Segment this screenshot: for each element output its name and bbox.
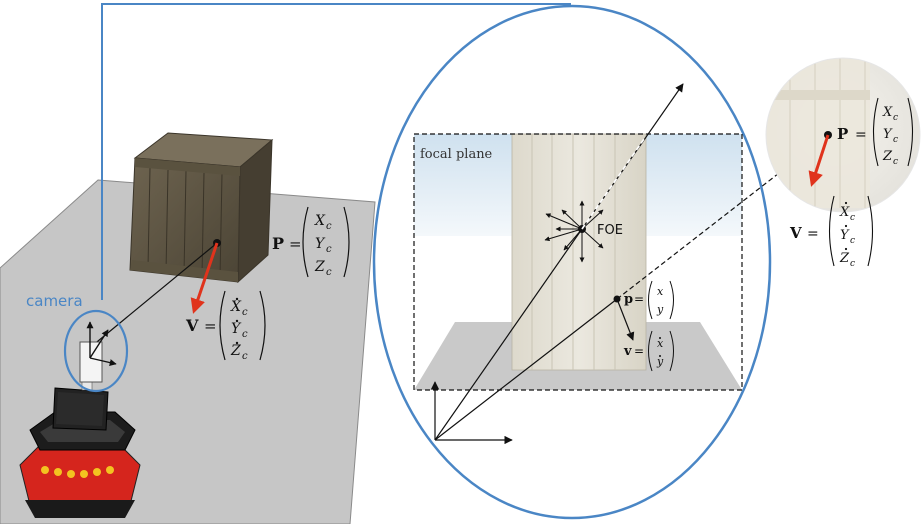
svg-text:X: X	[314, 213, 326, 229]
svg-text:p: p	[624, 292, 633, 307]
svg-text:Z: Z	[230, 343, 241, 359]
equation-p-image: p = x y	[624, 280, 674, 320]
svg-text:=: =	[204, 317, 217, 335]
svg-text:c: c	[850, 259, 855, 269]
crate	[129, 132, 274, 284]
projection-rays	[434, 83, 829, 441]
svg-text:c: c	[893, 113, 898, 123]
camera-frame-axes	[430, 381, 513, 445]
svg-text:c: c	[850, 236, 855, 246]
svg-text:v: v	[623, 344, 632, 359]
velocity-arrow-V-inset	[808, 134, 830, 187]
svg-text:c: c	[326, 221, 332, 232]
equation-V-right: V = X c Y c Z c	[789, 195, 873, 269]
svg-text:c: c	[326, 244, 332, 255]
svg-text:Y: Y	[883, 127, 893, 142]
svg-text:y: y	[656, 355, 664, 368]
svg-text:P: P	[837, 125, 848, 143]
camera-highlight-ellipse	[63, 309, 129, 393]
svg-text:c: c	[326, 267, 332, 278]
wall-plank-stack	[511, 133, 647, 371]
focal-plane-label: focal plane	[420, 147, 493, 162]
svg-text:P: P	[272, 234, 284, 253]
svg-text:c: c	[242, 351, 248, 362]
svg-text:x: x	[657, 285, 664, 298]
inset-zoom	[765, 57, 921, 213]
camera-device	[79, 321, 117, 383]
image-velocity-arrow	[616, 298, 635, 341]
equation-v-image: v = x y	[623, 330, 674, 372]
foe-label: FOE	[597, 223, 623, 238]
svg-text:X: X	[230, 299, 242, 315]
robot	[19, 369, 141, 518]
svg-text:y: y	[656, 303, 664, 316]
svg-text:Y: Y	[231, 321, 242, 337]
ray-camera-to-point	[91, 242, 218, 347]
svg-text:=: =	[289, 235, 302, 253]
svg-text:Z: Z	[314, 259, 325, 275]
camera-label: camera	[26, 292, 83, 310]
svg-text:c: c	[893, 157, 898, 167]
svg-text:c: c	[850, 213, 855, 223]
equation-P-right: P = X c Y c Z c	[837, 97, 913, 167]
svg-text:Y: Y	[315, 236, 326, 252]
equation-V-left: V = X c Y c Z c	[185, 290, 266, 362]
svg-text:V: V	[789, 224, 802, 242]
foe-flow-field: FOE	[544, 200, 623, 263]
svg-text:=: =	[807, 226, 819, 242]
svg-text:c: c	[242, 307, 248, 318]
svg-text:Y: Y	[840, 228, 850, 243]
svg-text:X: X	[882, 105, 893, 120]
svg-text:Z: Z	[882, 149, 893, 164]
svg-text:=: =	[634, 344, 644, 358]
focal-plane-boundary	[413, 133, 743, 391]
svg-text:X: X	[839, 205, 850, 220]
svg-text:c: c	[242, 329, 248, 340]
svg-text:V: V	[185, 316, 199, 335]
velocity-arrow-V	[190, 242, 219, 314]
equation-P-left: P = X c Y c Z c	[272, 206, 350, 278]
svg-text:=: =	[855, 127, 867, 143]
svg-text:x: x	[657, 337, 664, 350]
svg-text:=: =	[634, 292, 644, 306]
svg-text:Z: Z	[839, 251, 850, 266]
image-point-p	[613, 295, 621, 303]
svg-text:c: c	[893, 135, 898, 145]
